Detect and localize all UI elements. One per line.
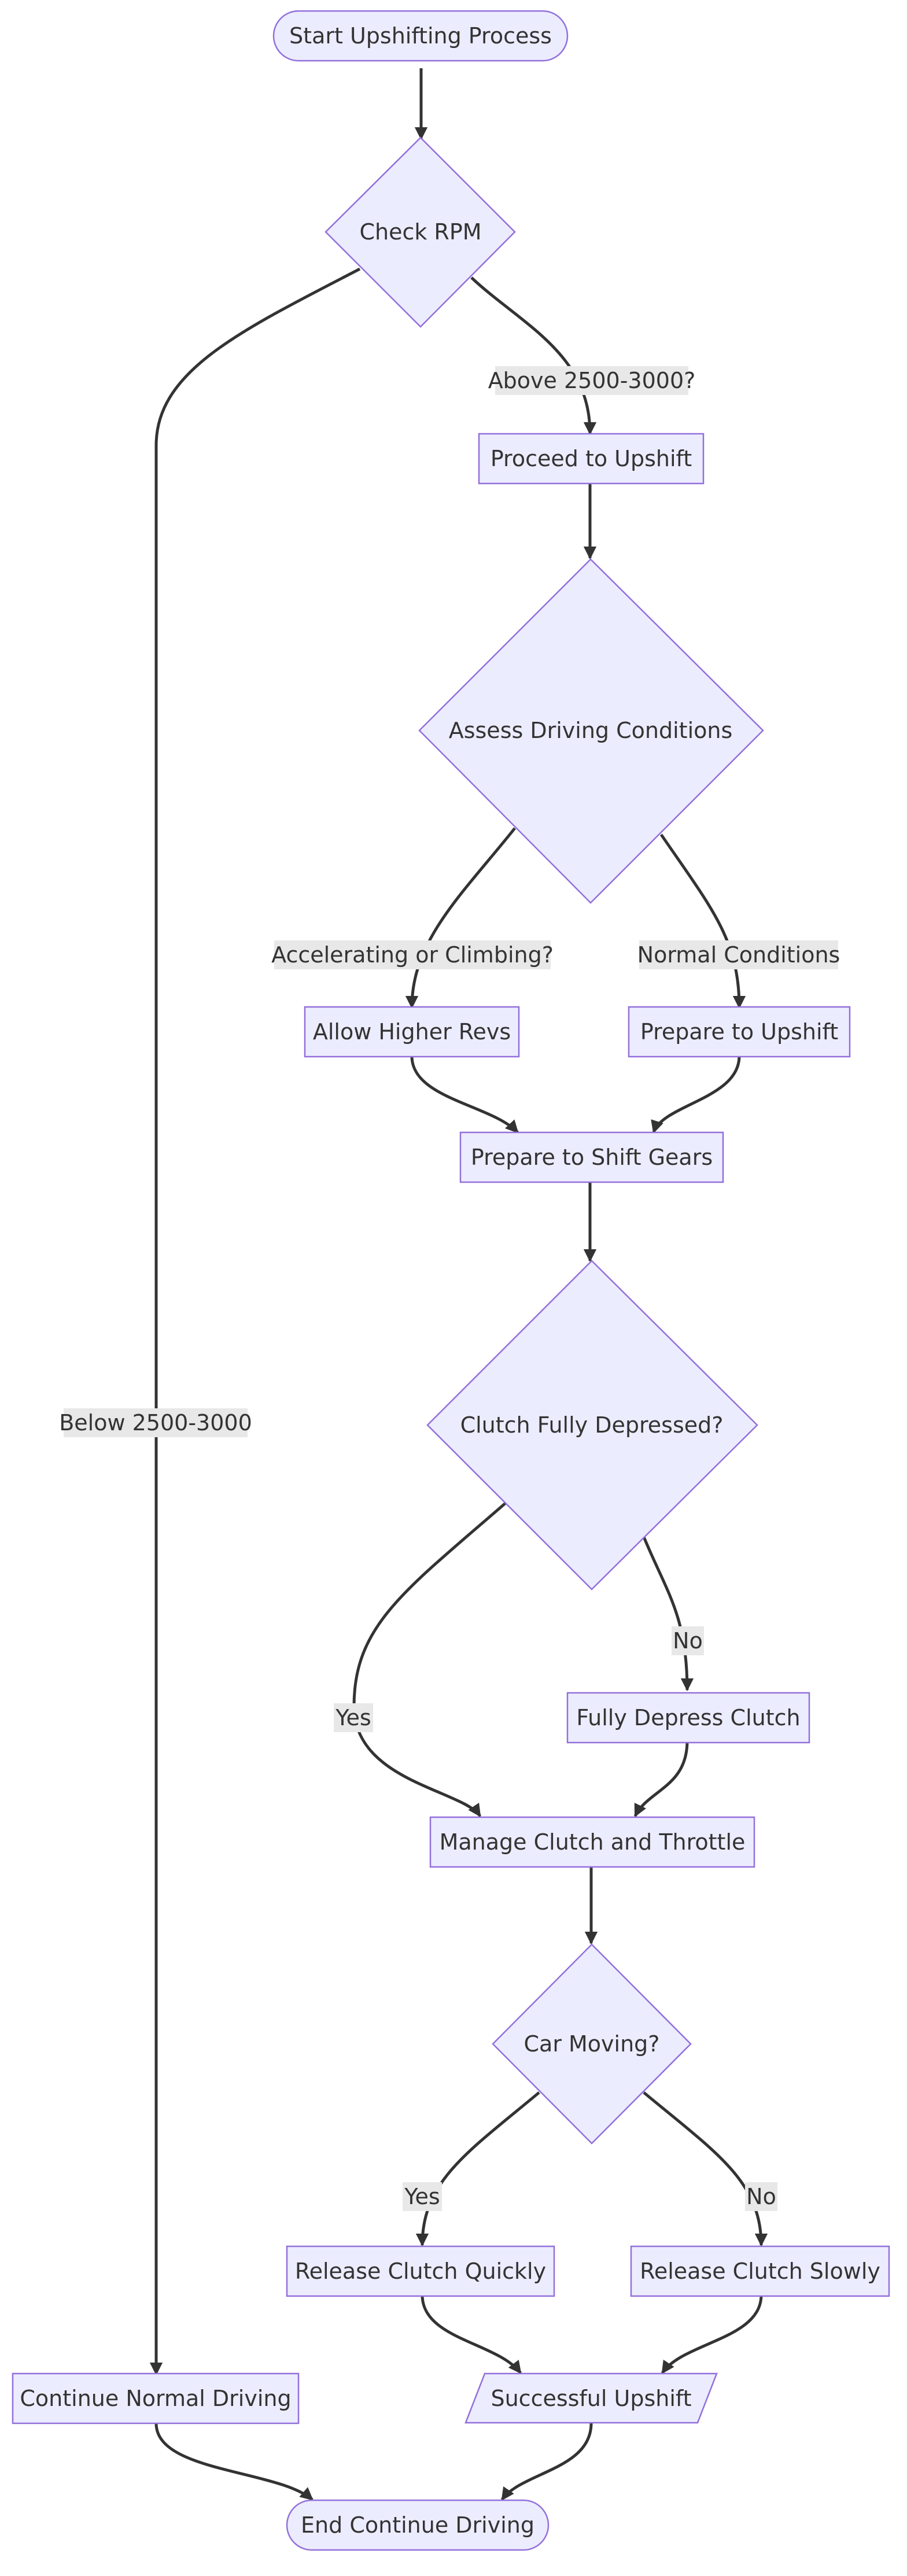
edge-label-accelerating: Accelerating or Climbing? xyxy=(271,942,554,968)
node-end-label: End Continue Driving xyxy=(301,2512,534,2538)
node-start[interactable]: Start Upshifting Process xyxy=(272,10,569,62)
edge-car-moving-to-slow-no xyxy=(643,2091,768,2247)
edge-depress-to-manage xyxy=(633,1740,689,1818)
node-check-rpm[interactable]: Check RPM xyxy=(325,136,516,328)
edge-clutch-to-depress-no xyxy=(640,1532,694,1692)
node-start-label: Start Upshifting Process xyxy=(289,23,552,49)
edge-allow-to-prepare-shift xyxy=(410,1056,519,1134)
edge-label-below: Below 2500-3000 xyxy=(59,1410,252,1435)
node-depress-clutch-label: Fully Depress Clutch xyxy=(576,1705,800,1730)
node-release-slow[interactable]: Release Clutch Slowly xyxy=(630,2245,890,2297)
nodes: Start Upshifting Process Check RPM Proce… xyxy=(12,10,890,2551)
edge-label-normal: Normal Conditions xyxy=(637,942,840,968)
node-car-moving[interactable]: Car Moving? xyxy=(492,1943,692,2145)
node-allow-revs-label: Allow Higher Revs xyxy=(313,1019,511,1045)
node-manage[interactable]: Manage Clutch and Throttle xyxy=(429,1816,755,1868)
edge-clutch-to-manage-yes xyxy=(352,1501,507,1817)
edge-assess-to-allow xyxy=(405,827,516,1009)
edge-slow-to-success xyxy=(661,2294,763,2374)
node-release-quick[interactable]: Release Clutch Quickly xyxy=(286,2245,555,2297)
node-prepare-shift-label: Prepare to Shift Gears xyxy=(471,1145,713,1170)
node-continue-normal-label: Continue Normal Driving xyxy=(20,2386,291,2411)
node-assess-label: Assess Driving Conditions xyxy=(449,718,733,743)
edge-assess-to-prepare-upshift xyxy=(659,833,746,1009)
node-end[interactable]: End Continue Driving xyxy=(286,2499,550,2551)
node-car-moving-label: Car Moving? xyxy=(524,2031,660,2057)
node-success[interactable]: Successful Upshift xyxy=(464,2372,718,2424)
edges xyxy=(149,68,768,2501)
edge-continue-to-end xyxy=(154,2423,314,2501)
node-release-slow-label: Release Clutch Slowly xyxy=(640,2258,880,2284)
edge-check-to-continue xyxy=(149,267,361,2376)
edge-car-moving-to-quick-yes xyxy=(415,2091,540,2247)
edge-prepare-upshift-to-prepare-shift xyxy=(651,1056,741,1134)
edge-quick-to-success xyxy=(421,2294,522,2374)
node-continue-normal[interactable]: Continue Normal Driving xyxy=(12,2372,300,2424)
edge-check-to-proceed xyxy=(470,276,597,436)
node-prepare-shift[interactable]: Prepare to Shift Gears xyxy=(459,1131,724,1183)
node-prepare-upshift[interactable]: Prepare to Upshift xyxy=(628,1006,851,1058)
node-clutch-check[interactable]: Clutch Fully Depressed? xyxy=(426,1260,758,1590)
node-prepare-upshift-label: Prepare to Upshift xyxy=(640,1019,838,1045)
node-clutch-check-label: Clutch Fully Depressed? xyxy=(460,1412,724,1438)
node-success-label: Successful Upshift xyxy=(491,2386,691,2411)
node-manage-label: Manage Clutch and Throttle xyxy=(440,1829,746,1855)
edge-label-clutch-no: No xyxy=(673,1628,703,1654)
edge-labels: Above 2500-3000? Below 2500-3000 Acceler… xyxy=(59,366,840,2211)
node-proceed-label: Proceed to Upshift xyxy=(491,446,692,471)
edge-label-moving-no: No xyxy=(746,2184,776,2209)
edge-label-clutch-yes: Yes xyxy=(335,1705,371,1730)
node-release-quick-label: Release Clutch Quickly xyxy=(295,2258,546,2284)
node-proceed[interactable]: Proceed to Upshift xyxy=(478,433,705,485)
edge-label-moving-yes: Yes xyxy=(404,2184,440,2209)
node-assess[interactable]: Assess Driving Conditions xyxy=(418,558,764,904)
node-check-rpm-label: Check RPM xyxy=(359,219,481,245)
node-depress-clutch[interactable]: Fully Depress Clutch xyxy=(566,1692,810,1744)
node-allow-revs[interactable]: Allow Higher Revs xyxy=(304,1006,520,1058)
edge-label-above: Above 2500-3000? xyxy=(488,368,696,393)
edge-success-to-end xyxy=(500,2423,593,2501)
